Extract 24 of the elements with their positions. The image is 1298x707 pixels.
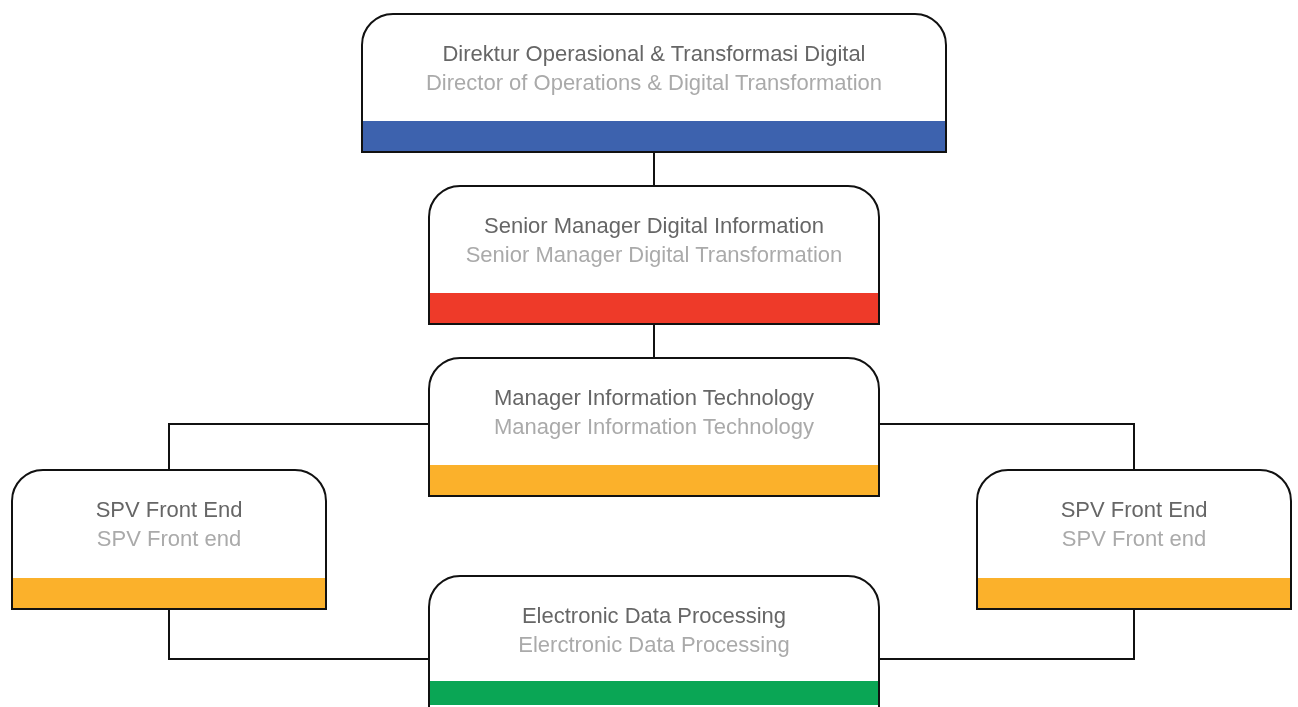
position-subtitle: SPV Front end bbox=[95, 525, 243, 553]
connector-line bbox=[168, 423, 429, 470]
position-title: Senior Manager Digital Information bbox=[483, 212, 825, 240]
position-subtitle: Director of Operations & Digital Transformation bbox=[424, 69, 884, 97]
position-subtitle: SPV Front end bbox=[1060, 525, 1208, 553]
position-subtitle: Elerctronic Data Processing bbox=[517, 631, 791, 659]
connector-line bbox=[653, 152, 655, 186]
position-card bbox=[428, 185, 880, 325]
position-title: Direktur Operasional & Transformasi Digital bbox=[441, 40, 867, 68]
position-subtitle: Senior Manager Digital Transformation bbox=[464, 241, 844, 269]
position-title: SPV Front End bbox=[1059, 496, 1209, 524]
connector-line bbox=[653, 324, 655, 358]
connector-line bbox=[168, 609, 429, 660]
position-card bbox=[976, 469, 1292, 610]
position-title: SPV Front End bbox=[94, 496, 244, 524]
position-title: Manager Information Technology bbox=[493, 384, 815, 412]
position-card bbox=[11, 469, 327, 610]
connector-line bbox=[879, 423, 1135, 470]
position-card bbox=[428, 357, 880, 497]
connector-line bbox=[879, 609, 1135, 660]
position-title: Electronic Data Processing bbox=[520, 602, 788, 630]
position-card bbox=[428, 575, 880, 707]
position-subtitle: Manager Information Technology bbox=[493, 413, 815, 441]
position-card bbox=[361, 13, 947, 153]
